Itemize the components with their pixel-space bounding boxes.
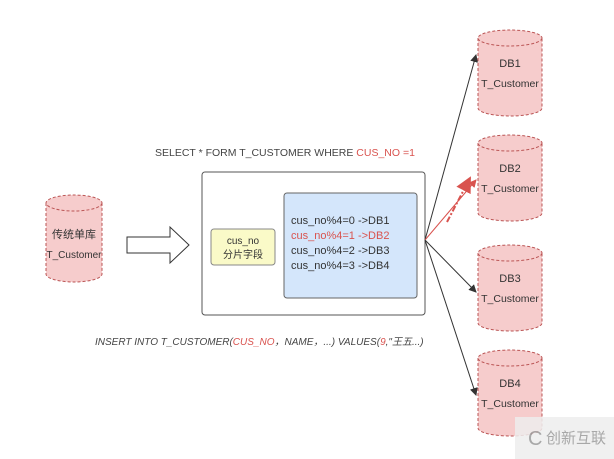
rule-item: cus_no%4=1 ->DB2 (291, 230, 389, 242)
rule-item: cus_no%4=3 ->DB4 (291, 260, 389, 272)
source-db-table: T_Customer (46, 250, 102, 261)
rule-item: cus_no%4=2 ->DB3 (291, 245, 389, 257)
watermark: C 创新互联 (515, 417, 614, 459)
svg-text:cus_no: cus_no (227, 236, 260, 247)
db-table: T_Customer (481, 293, 539, 305)
db-name: DB1 (499, 58, 520, 70)
target-db-db2: DB2 T_Customer (477, 134, 543, 222)
routing-lines (424, 54, 478, 396)
source-database: 传统单库 T_Customer (45, 194, 103, 283)
db-name: DB4 (499, 378, 520, 390)
watermark-logo-icon: C (528, 428, 542, 450)
insert-query: INSERT INTO T_CUSTOMER(CUS_NO，NAME，...) … (95, 337, 424, 348)
db-table: T_Customer (481, 183, 539, 195)
target-db-db1: DB1 T_Customer (477, 29, 543, 117)
shard-key-box: cus_no 分片字段 (210, 228, 276, 266)
rules-list: cus_no%4=0 ->DB1 cus_no%4=1 ->DB2 cus_no%4… (291, 215, 389, 272)
svg-text:分片字段: 分片字段 (223, 248, 263, 261)
svg-text:创新互联: 创新互联 (546, 430, 606, 447)
db-name: DB3 (499, 273, 520, 285)
select-query: SELECT * FORM T_CUSTOMER WHERE CUS_NO =1 (155, 147, 415, 159)
rules-box (283, 192, 418, 299)
source-db-title: 传统单库 (52, 228, 96, 241)
db-name: DB2 (499, 163, 520, 175)
flow-arrow-icon (126, 225, 190, 265)
rule-item: cus_no%4=0 ->DB1 (291, 215, 389, 227)
target-db-db3: DB3 T_Customer (477, 244, 543, 332)
db-table: T_Customer (481, 78, 539, 90)
db-table: T_Customer (481, 398, 539, 410)
